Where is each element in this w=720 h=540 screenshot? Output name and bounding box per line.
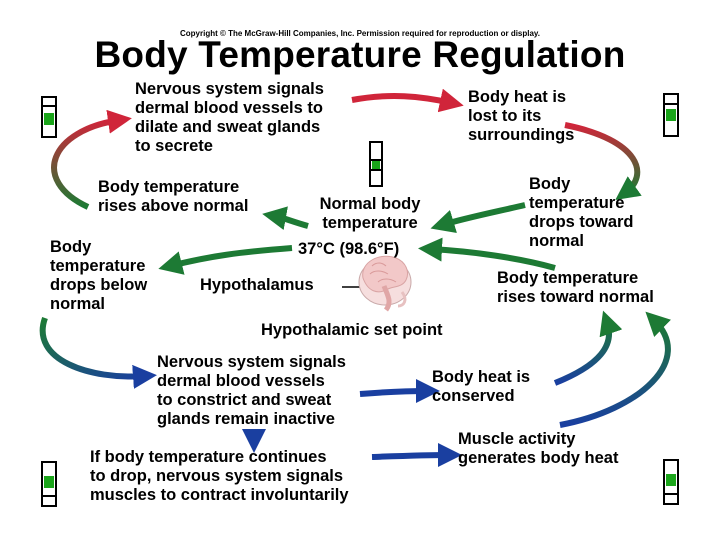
label-continues-drop: If body temperature continues to drop, n… xyxy=(90,448,349,505)
label-temp-value: 37°C (98.6°F) xyxy=(298,240,399,259)
label-drops-below: Body temperature drops below normal xyxy=(50,238,147,314)
thermometer-icon xyxy=(42,97,56,137)
arrow-to-normal-temp xyxy=(442,205,525,225)
label-drops-toward: Body temperature drops toward normal xyxy=(529,175,634,251)
thermometer-icon xyxy=(664,460,678,504)
label-muscle-activity: Muscle activity generates body heat xyxy=(458,430,618,468)
page-title: Body Temperature Regulation xyxy=(0,34,720,76)
label-heat-conserved: Body heat is conserved xyxy=(432,368,530,406)
arrow-to-drops-below xyxy=(170,248,292,266)
arrow-drops-below-to-constrict xyxy=(43,318,145,377)
arrow-conserved-to-rises-toward xyxy=(555,322,609,383)
brain-icon xyxy=(359,256,411,310)
label-heat-conserved-text: Body heat is conserved xyxy=(432,368,530,406)
thermometer-icon xyxy=(664,94,678,136)
label-nervous-constrict: Nervous system signals dermal blood vess… xyxy=(157,353,346,429)
label-set-point: Hypothalamic set point xyxy=(261,321,443,340)
label-normal-temp: Normal body temperature xyxy=(300,195,440,233)
arrow-to-muscle-activity xyxy=(372,455,450,457)
arrow-to-heat-conserved xyxy=(360,391,428,394)
label-nervous-dilate: Nervous system signals dermal blood vess… xyxy=(135,80,324,156)
arrow-to-heat-lost xyxy=(352,96,452,103)
arrow-rises-toward-to-normal xyxy=(430,249,555,268)
label-hypothalamus: Hypothalamus xyxy=(200,276,314,295)
label-rises-above: Body temperature rises above normal xyxy=(98,178,248,216)
thermometer-icon xyxy=(370,142,382,186)
thermometer-icon xyxy=(42,462,56,506)
label-rises-toward: Body temperature rises toward normal xyxy=(497,269,654,307)
label-heat-lost: Body heat is lost to its surroundings xyxy=(468,88,574,145)
